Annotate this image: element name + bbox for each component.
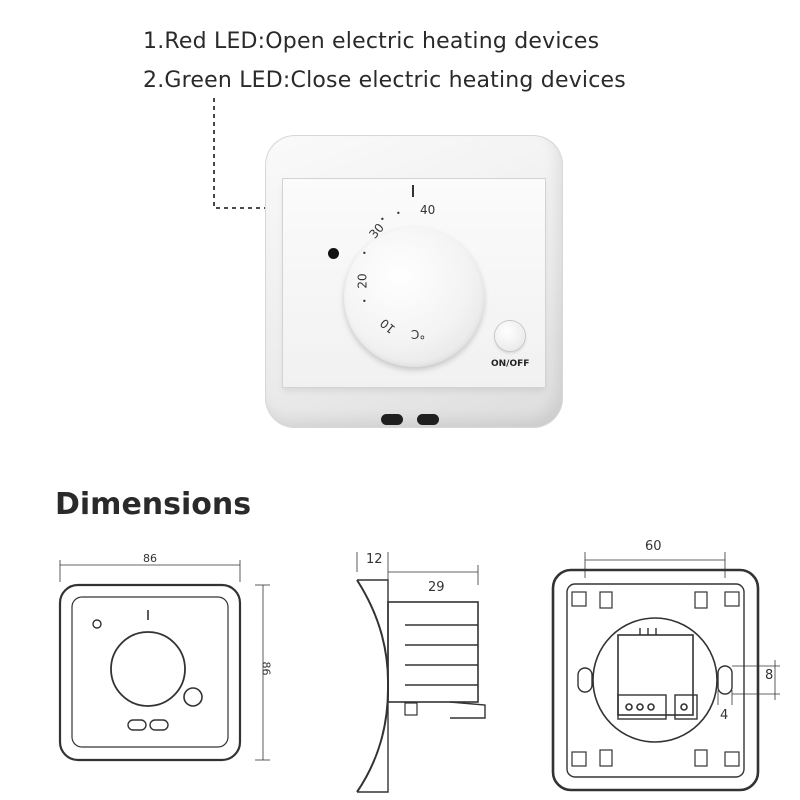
side-thickness-label: 12: [366, 552, 383, 567]
side-depth-label: 29: [428, 580, 445, 595]
scale-dot: •: [380, 215, 385, 224]
vent-slot: [381, 414, 403, 425]
thermostat-faceplate: 40 30 20 10 °C • • • • ON/OFF: [283, 179, 545, 425]
dial-marker: [412, 185, 414, 197]
on-off-button: [495, 321, 525, 351]
led-indicator: [328, 248, 339, 259]
front-height-label: 86: [259, 661, 273, 676]
front-view: [58, 560, 270, 762]
back-view: [551, 552, 780, 792]
scale-label-40: 40: [420, 203, 436, 217]
scale-dot: •: [362, 297, 367, 306]
vent-slot: [417, 414, 439, 425]
unit-label: °C: [411, 327, 426, 341]
back-right-label-b: 4: [720, 708, 729, 723]
green-led-note: 2.Green LED:Close electric heating devic…: [143, 68, 626, 93]
front-width-label: 86: [143, 552, 157, 565]
on-off-label: ON/OFF: [491, 359, 530, 369]
thermostat-photo: 40 30 20 10 °C • • • • ON/OFF: [265, 135, 563, 428]
back-right-label-a: 8: [765, 668, 774, 683]
red-led-note: 1.Red LED:Open electric heating devices: [143, 29, 600, 54]
scale-dot: •: [362, 249, 367, 258]
scale-label-20: 20: [355, 273, 370, 289]
side-view: [356, 552, 486, 793]
temperature-dial: [344, 227, 484, 367]
scale-dot: •: [396, 209, 401, 218]
back-spacing-label: 60: [645, 539, 662, 554]
dimensions-title: Dimensions: [55, 487, 252, 522]
dimension-drawings: [58, 552, 780, 793]
